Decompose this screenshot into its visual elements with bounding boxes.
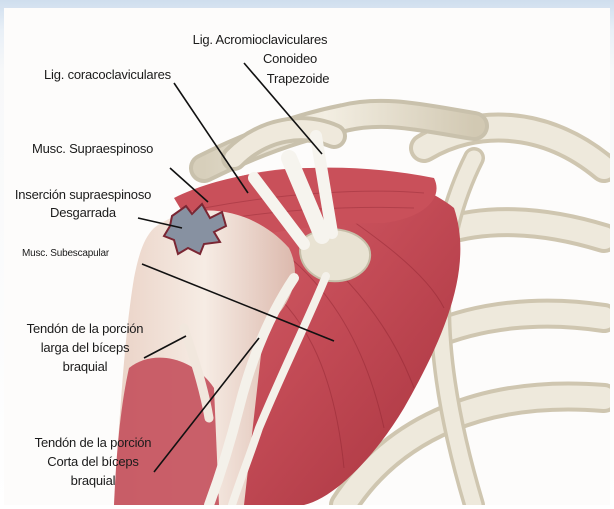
label-insercion-1: Inserción supraespinoso: [8, 188, 158, 203]
label-insercion-2: Desgarrada: [8, 206, 158, 221]
label-supraespinoso: Musc. Supraespinoso: [32, 142, 153, 157]
label-acromioclaviculares: Lig. Acromioclaviculares: [180, 33, 340, 48]
label-conoideo: Conoideo: [230, 52, 350, 67]
label-biceps-larga-2: larga del bíceps: [10, 341, 160, 356]
label-biceps-larga-1: Tendón de la porción: [10, 322, 160, 337]
anatomy-illustration: Lig. Acromioclaviculares Conoideo Trapez…: [4, 8, 610, 505]
label-biceps-corta-3: braquial: [18, 474, 168, 489]
label-biceps-corta-2: Corta del bíceps: [18, 455, 168, 470]
label-biceps-larga-3: braquial: [10, 360, 160, 375]
label-biceps-corta-1: Tendón de la porción: [18, 436, 168, 451]
label-trapezoide: Trapezoide: [238, 72, 358, 87]
label-coracoclaviculares: Lig. coracoclaviculares: [44, 68, 171, 83]
label-subescapular: Musc. Subescapular: [22, 248, 109, 260]
